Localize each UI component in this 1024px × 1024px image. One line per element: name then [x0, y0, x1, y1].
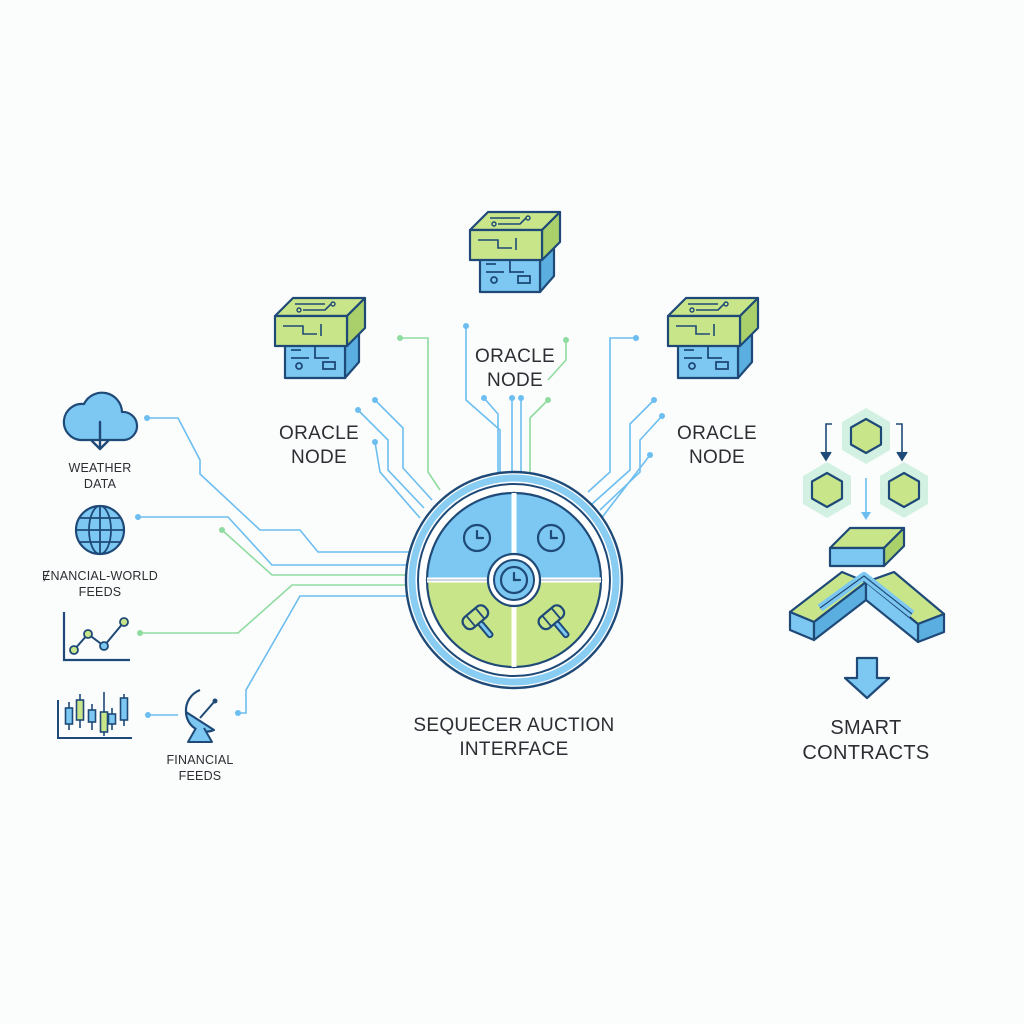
smart-contracts-label: SMART CONTRACTS: [790, 716, 942, 766]
contract-flow-arrows: [820, 423, 908, 462]
weather-data-label: WEATHER DATA: [50, 461, 150, 492]
connector-line: [547, 340, 567, 381]
world-feeds-label-line2: FEEDS: [78, 584, 122, 599]
connector-line: [374, 441, 421, 519]
oracle-node-server-icon: [468, 210, 562, 294]
connector-dot: [397, 335, 403, 341]
oracle-node-label-line2: NODE: [290, 446, 348, 468]
connector-line: [599, 454, 651, 521]
connector-dot: [463, 323, 469, 329]
connector-line: [357, 409, 425, 509]
connector-line: [465, 326, 501, 478]
contracts-label-line2: CONTRACTS: [802, 742, 930, 764]
contracts-label-line1: SMART: [830, 717, 902, 739]
oracle-node-label-line2: NODE: [486, 369, 544, 391]
connector-line: [221, 529, 412, 576]
oracle-node-label-line1: ORACLE: [475, 346, 555, 367]
connector-dot: [481, 395, 487, 401]
connector-dot: [545, 397, 551, 403]
connector-dot: [651, 397, 657, 403]
connector-dot: [372, 439, 378, 445]
down-arrow-icon: [843, 656, 891, 700]
connector-dot: [563, 337, 569, 343]
connector-dot: [647, 452, 653, 458]
world-feeds-label-line1: ɆNANCIAL-WORLD: [41, 569, 158, 583]
connector-line: [147, 417, 412, 553]
auction-interface-label: SEQUECER AUCTION INTERFACE: [394, 714, 634, 762]
weather-label-line2: DATA: [83, 476, 117, 491]
world-feeds-label: ɆNANCIAL-WORLD FEEDS: [30, 569, 170, 600]
connector-line: [238, 595, 412, 714]
financial-feeds-label-line2: FEEDS: [178, 768, 222, 783]
connector-line: [587, 337, 636, 493]
connector-lines: [138, 326, 663, 716]
connector-dot: [135, 514, 141, 520]
oracle-node-label-line1: ORACLE: [279, 423, 359, 444]
oracle-node-label: ORACLE NODE: [454, 345, 576, 393]
line-chart-icon: [62, 612, 130, 662]
connector-dot: [355, 407, 361, 413]
globe-icon: [74, 504, 126, 556]
financial-feeds-label: FINANCIAL FEEDS: [140, 753, 260, 784]
connector-line: [374, 399, 433, 501]
connector-line: [400, 337, 441, 491]
contract-flow-arrowhead: [861, 512, 871, 520]
oracle-node-label-line2: NODE: [688, 446, 746, 468]
weather-label-line1: WEATHER: [68, 461, 132, 475]
oracle-node-label: ORACLE NODE: [258, 422, 380, 470]
financial-feeds-label-line1: FINANCIAL: [166, 753, 234, 767]
connector-dots: [135, 323, 665, 718]
auction-label-line1: SEQUECER AUCTION: [413, 715, 615, 736]
connector-dot: [145, 712, 151, 718]
hexagon-icon: [840, 406, 892, 466]
cloud-download-icon: [62, 391, 139, 451]
hexagon-icon: [801, 460, 853, 520]
connector-dot: [219, 527, 225, 533]
cross-block-icon: [788, 526, 946, 644]
connector-line: [138, 516, 412, 566]
connector-line: [591, 399, 655, 505]
connector-line: [483, 397, 499, 478]
connector-dot: [633, 335, 639, 341]
connector-line: [599, 415, 663, 511]
candlestick-chart-icon: [57, 692, 132, 739]
connector-dot: [509, 395, 515, 401]
oracle-node-label-line1: ORACLE: [677, 423, 757, 444]
connector-dot: [518, 395, 524, 401]
connector-dot: [235, 710, 241, 716]
oracle-node-server-icon: [666, 296, 760, 380]
connector-dot: [144, 415, 150, 421]
satellite-dish-icon: [184, 688, 218, 743]
connector-dot: [659, 413, 665, 419]
connector-dot: [137, 630, 143, 636]
connector-line: [529, 399, 549, 478]
auction-label-line2: INTERFACE: [459, 738, 569, 760]
connector-line: [140, 584, 412, 634]
connector-dot: [372, 397, 378, 403]
hexagon-icon: [878, 460, 930, 520]
oracle-node-label: ORACLE NODE: [656, 422, 778, 470]
oracle-node-server-icon: [273, 296, 367, 380]
